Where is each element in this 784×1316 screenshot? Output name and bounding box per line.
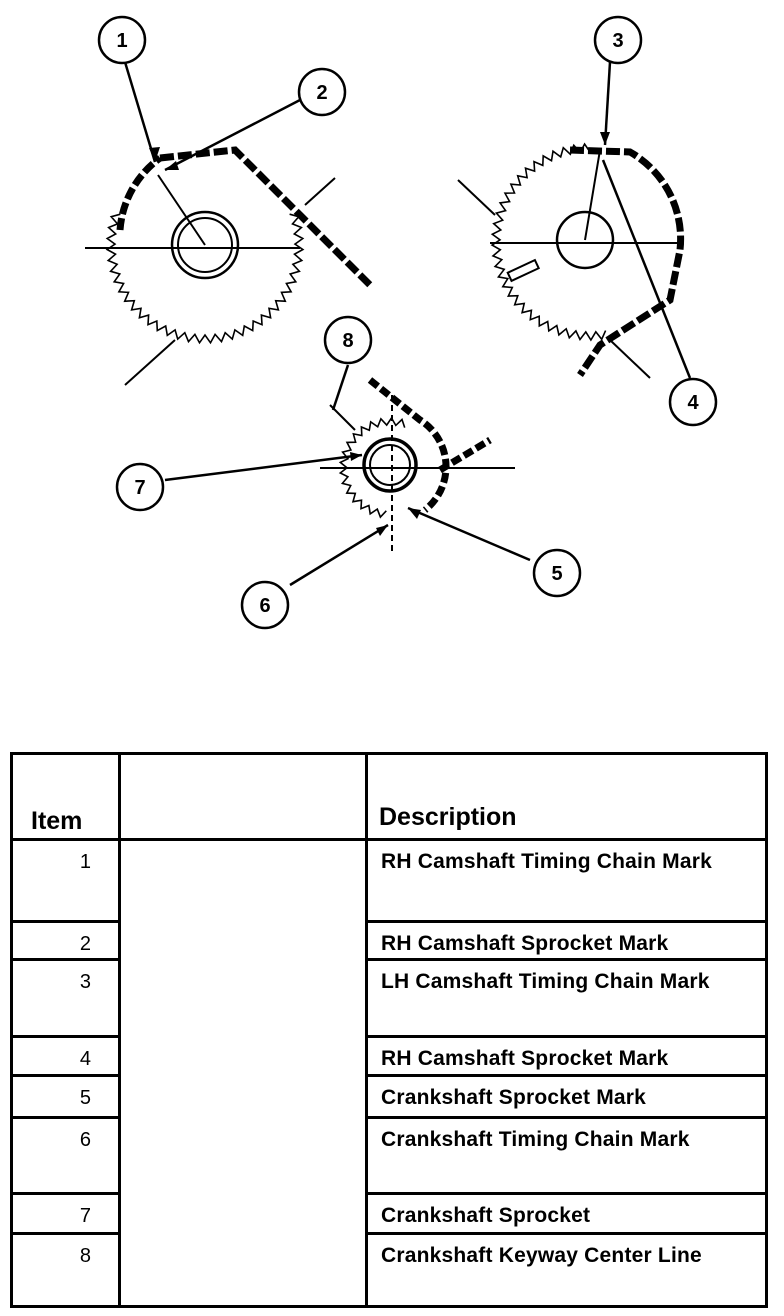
table-row-item: 7	[79, 1205, 91, 1227]
legend-table: Item Description 1 RH Camshaft Timing Cha…	[10, 752, 768, 1308]
row-divider	[13, 1192, 118, 1195]
table-row-description: RH Camshaft Sprocket Mark	[381, 1047, 669, 1070]
row-divider	[365, 1116, 765, 1119]
lh-camshaft-sprocket	[457, 142, 685, 379]
callout-3-label: 3	[612, 30, 623, 52]
crankshaft-sprocket	[320, 377, 515, 555]
row-divider	[365, 1232, 765, 1235]
table-row-description: RH Camshaft Sprocket Mark	[381, 932, 669, 955]
table-row-item: 4	[79, 1048, 91, 1070]
table-row-description: RH Camshaft Timing Chain Mark	[381, 850, 712, 873]
row-divider	[13, 920, 118, 923]
callout-6: 6	[240, 580, 290, 630]
table-row-item: 8	[79, 1245, 91, 1267]
callout-4: 4	[668, 377, 718, 427]
row-divider	[365, 1035, 765, 1038]
callout-6-label: 6	[259, 595, 270, 617]
row-divider	[365, 920, 765, 923]
header-item: Item	[31, 807, 83, 835]
callout-4-label: 4	[687, 392, 699, 414]
header-description: Description	[379, 803, 517, 831]
callout-7-label: 7	[134, 477, 145, 499]
row-divider	[365, 1074, 765, 1077]
leader-lines	[123, 61, 692, 587]
table-row-description: Crankshaft Timing Chain Mark	[381, 1128, 690, 1151]
table-row-item: 3	[79, 971, 91, 993]
callout-3: 3	[593, 15, 643, 65]
table-row-item: 6	[79, 1129, 91, 1151]
timing-chain-diagram: 1 2 3 4 5 6 7 8	[85, 15, 718, 630]
callout-8: 8	[323, 315, 373, 365]
table-row-description: Crankshaft Keyway Center Line	[381, 1244, 702, 1267]
header-divider	[13, 838, 765, 841]
callout-8-label: 8	[342, 330, 353, 352]
table-row-description: LH Camshaft Timing Chain Mark	[381, 970, 710, 993]
column-divider	[118, 755, 121, 1305]
table-row-item: 5	[79, 1087, 91, 1109]
table-row-description: Crankshaft Sprocket	[381, 1204, 591, 1227]
table-row-item: 1	[79, 851, 91, 873]
row-divider	[365, 958, 765, 961]
callout-5-label: 5	[551, 563, 562, 585]
callout-1: 1	[97, 15, 147, 65]
callout-5: 5	[532, 548, 582, 598]
column-divider	[365, 755, 368, 1305]
row-divider	[13, 958, 118, 961]
row-divider	[13, 1035, 118, 1038]
row-divider	[365, 1192, 765, 1195]
table-row-item: 2	[79, 933, 91, 955]
callout-7: 7	[115, 462, 165, 512]
row-divider	[13, 1074, 118, 1077]
callouts: 1 2 3 4 5 6 7 8	[97, 15, 718, 630]
callout-2-label: 2	[316, 82, 327, 104]
callout-1-label: 1	[116, 30, 127, 52]
callout-2: 2	[297, 67, 347, 117]
row-divider	[13, 1232, 118, 1235]
table-row-description: Crankshaft Sprocket Mark	[381, 1086, 647, 1109]
row-divider	[13, 1116, 118, 1119]
